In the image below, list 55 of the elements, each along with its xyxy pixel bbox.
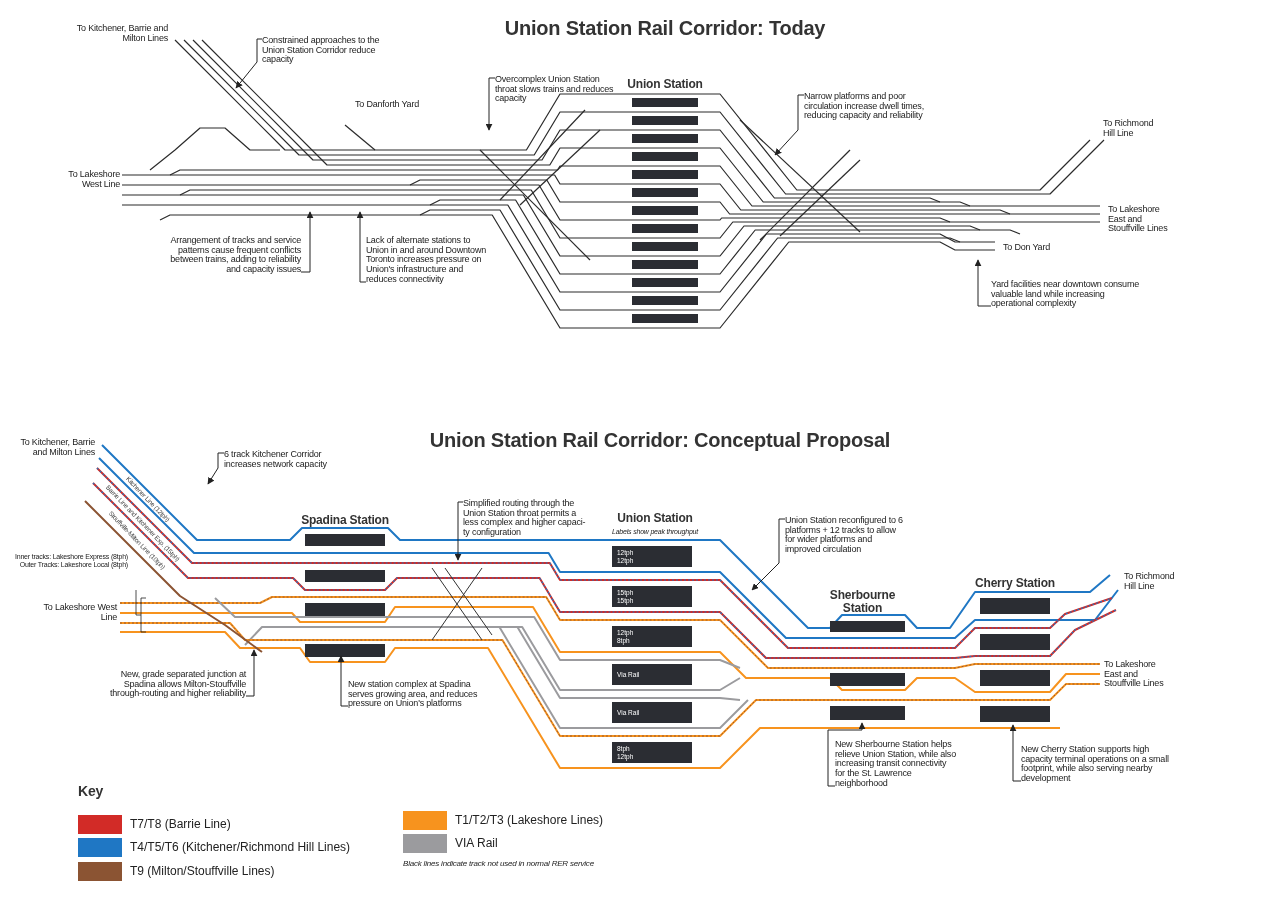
section-heading: Union Station Rail Corridor: Conceptual Proposal [428, 430, 892, 452]
callout-text: Simplified routing through the Union Station throat permits a less complex and higher capaci- ty configuration [463, 499, 588, 538]
arrow [337, 655, 349, 707]
callout-text: New Cherry Station supports high capacity terminal operations on a small footprint, while also serving nearby development [1021, 745, 1171, 784]
destination-label: To Kitchener, Barrie and Milton Lines [75, 24, 168, 44]
legend-label: VIA Rail [455, 836, 498, 850]
callout-text: Arrangement of tracks and service patterns cause frequent conflicts between trains, adding to reliability and capacity issues [155, 236, 301, 275]
callout-text: Constrained approaches to the Union Station Corridor reduce capacity [262, 36, 382, 66]
destination-label: To Richmond Hill Line [1124, 572, 1176, 592]
arrow [235, 38, 263, 89]
destination-label: To Lakeshore East and Stouffville Lines [1108, 205, 1169, 235]
platform-box [612, 742, 692, 763]
platform-box [612, 664, 692, 685]
destination-label: To Lakeshore East and Stouffville Lines [1104, 660, 1165, 690]
arrow [485, 77, 496, 131]
destination-label: To Lakeshore West Line [67, 170, 120, 190]
callout-text: Overcomplex Union Station throat slows trains and reduces capacity [495, 75, 623, 105]
arrow [245, 649, 258, 697]
arrow [207, 452, 225, 485]
legend-label: T9 (Milton/Stouffville Lines) [130, 864, 275, 878]
arrow [1009, 724, 1022, 782]
callout-text: Yard facilities near downtown consume valuable land while increasing operational complexity [991, 280, 1141, 310]
arrow [751, 518, 786, 591]
destination-label: To Lakeshore West Line [42, 603, 117, 623]
platform-box [612, 546, 692, 567]
note-text: Black lines indicate track not used in normal RER service [403, 860, 595, 869]
station-label: Sherbourne Station [828, 589, 897, 615]
arrow [356, 211, 367, 283]
platform-box [612, 702, 692, 723]
section-heading: Union Station Rail Corridor: Today [503, 18, 827, 40]
legend-label: T1/T2/T3 (Lakeshore Lines) [455, 813, 604, 827]
legend-title: Key [78, 784, 105, 800]
destination-label: To Danforth Yard [355, 100, 420, 110]
arrow [974, 259, 992, 307]
legend-label: T4/T5/T6 (Kitchener/Richmond Hill Lines) [130, 840, 351, 854]
arrow [774, 94, 805, 156]
legend-label: T7/T8 (Barrie Line) [130, 817, 231, 831]
destination-label: To Richmond Hill Line [1103, 119, 1155, 139]
station-label: Union Station [616, 512, 694, 525]
callout-text: New, grade separated junction at Spadina allows Milton-Stouffville through-routing and higher reliability [106, 670, 246, 700]
arrow [300, 211, 314, 273]
arrow [827, 722, 866, 787]
platform-box [612, 626, 692, 647]
callout-text: Union Station reconfigured to 6 platforms + 12 tracks to allow for wider platforms and improved circulation [785, 516, 907, 555]
destination-label: To Don Yard [1003, 243, 1051, 253]
destination-label: To Kitchener, Barrie and Milton Lines [20, 438, 95, 458]
callout-text: Lack of alternate stations to Union in and around Downtown Toronto increases pressure on Union's infrastructure and reduces connectivity [366, 236, 494, 285]
callout-text: 6 track Kitchener Corridor increases network capacity [224, 450, 349, 470]
callout-text: New station complex at Spadina serves growing area, and reduces pressure on Union's platforms [348, 680, 486, 710]
arrow [454, 501, 464, 561]
callout-text: Narrow platforms and poor circulation increase dwell times, reducing capacity and reliability [804, 92, 929, 122]
station-label: Spadina Station [300, 514, 390, 527]
callout-text: New Sherbourne Station helps relieve Union Station, while also increasing transit connectivity for the St. Lawrence neighborhood [835, 740, 957, 789]
platform-box [612, 586, 692, 607]
station-label: Cherry Station [974, 577, 1056, 590]
